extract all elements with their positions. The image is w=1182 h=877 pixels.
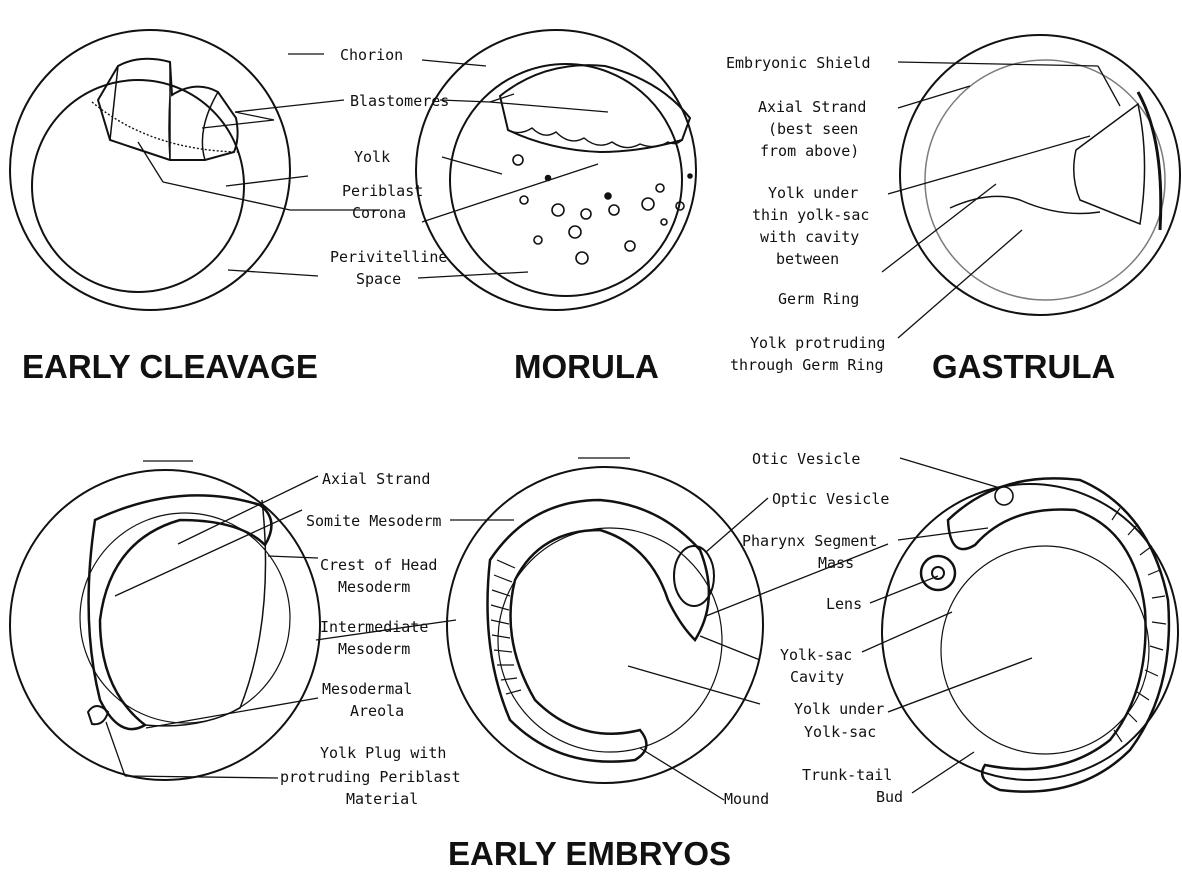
label-axial-strand-g-1: Axial Strand — [758, 98, 866, 116]
label-yolk-protruding-2: through Germ Ring — [730, 356, 884, 374]
label-crest-2: Mesoderm — [338, 578, 410, 596]
label-yolk-protruding-1: Yolk protruding — [750, 334, 885, 352]
label-lens: Lens — [826, 595, 862, 613]
label-axial-strand: Axial Strand — [322, 470, 430, 488]
label-optic-vesicle: Optic Vesicle — [772, 490, 889, 508]
embryo-3-eye — [921, 556, 955, 590]
label-somite-mesoderm: Somite Mesoderm — [306, 512, 441, 530]
title-early-cleavage: EARLY CLEAVAGE — [22, 348, 318, 385]
gastrula-yolk-sphere — [925, 60, 1165, 300]
label-yolk-under-2: thin yolk-sac — [752, 206, 869, 224]
label-intermediate-2: Mesoderm — [338, 640, 410, 658]
title-morula: MORULA — [514, 348, 659, 385]
leader-lines — [106, 54, 1120, 800]
early-cleavage-chorion-outline — [10, 30, 290, 310]
morula-yolk-sphere — [450, 64, 682, 296]
label-yolk-plug-1: Yolk Plug with — [320, 744, 446, 762]
label-trunk-tail-2: Bud — [876, 788, 903, 806]
embryo-1-chorion-outline — [10, 470, 320, 780]
early-cleavage-figure — [10, 30, 290, 310]
label-yolk-under-4: between — [776, 250, 839, 268]
label-pharynx-1: Pharynx Segment — [742, 532, 877, 550]
label-mesodermal-areola-1: Mesodermal — [322, 680, 412, 698]
embryo-2-body — [488, 500, 709, 762]
label-chorion: Chorion — [340, 46, 403, 64]
embryo-1-yolk-plug — [88, 706, 108, 724]
embryo-2-yolk — [498, 528, 722, 752]
early-cleavage-yolk-sphere — [32, 80, 244, 292]
label-yolk: Yolk — [354, 148, 390, 166]
label-yolk-under-1: Yolk under — [768, 184, 858, 202]
labels: Chorion Blastomeres Yolk Periblast Coron… — [280, 46, 903, 808]
label-perivitelline-2: Space — [356, 270, 401, 288]
embryo-1-body — [89, 495, 272, 729]
label-trunk-tail-1: Trunk-tail — [802, 766, 892, 784]
label-mound: Mound — [724, 790, 769, 808]
gastrula-chorion-outline — [900, 35, 1180, 315]
title-early-embryos: EARLY EMBRYOS — [448, 835, 731, 872]
title-gastrula: GASTRULA — [932, 348, 1115, 385]
label-germ-ring: Germ Ring — [778, 290, 859, 308]
label-yolk-plug-3: Material — [346, 790, 418, 808]
early-embryo-3-figure — [882, 478, 1178, 791]
morula-chorion-outline — [416, 30, 696, 310]
embryo-3-otic-vesicle — [995, 487, 1013, 505]
early-embryo-2-figure — [447, 458, 763, 783]
label-yolk-under-ys-1: Yolk under — [794, 700, 884, 718]
label-blastomeres: Blastomeres — [350, 92, 449, 110]
early-cleavage-blastomeres — [98, 59, 238, 160]
label-periblast-1: Periblast — [342, 182, 423, 200]
gastrula-shield-cavity — [1074, 104, 1145, 224]
stage-titles: EARLY CLEAVAGE MORULA GASTRULA EARLY EMB… — [22, 348, 1115, 872]
label-yolk-under-ys-2: Yolk-sac — [804, 723, 876, 741]
label-yolk-sac-cavity-2: Cavity — [790, 668, 844, 686]
label-yolk-under-3: with cavity — [760, 228, 859, 246]
embryo-3-body — [948, 478, 1169, 791]
label-pharynx-2: Mass — [818, 554, 854, 572]
embryo-2-chorion-outline — [447, 467, 763, 783]
embryo-3-yolk — [941, 546, 1149, 754]
label-otic-vesicle: Otic Vesicle — [752, 450, 860, 468]
label-periblast-2: Corona — [352, 204, 406, 222]
label-intermediate-1: Intermediate — [320, 618, 428, 636]
label-yolk-plug-2: protruding Periblast — [280, 768, 461, 786]
label-yolk-sac-cavity-1: Yolk-sac — [780, 646, 852, 664]
label-embryonic-shield: Embryonic Shield — [726, 54, 871, 72]
morula-oil-droplets — [513, 155, 692, 264]
label-mesodermal-areola-2: Areola — [350, 702, 404, 720]
gastrula-figure — [900, 35, 1180, 315]
morula-figure — [416, 30, 696, 310]
label-axial-strand-g-3: from above) — [760, 142, 859, 160]
early-embryo-1-figure — [10, 461, 320, 780]
label-perivitelline-1: Perivitelline — [330, 248, 447, 266]
embryo-1-yolk — [80, 513, 290, 723]
label-axial-strand-g-2: (best seen — [768, 120, 858, 138]
label-crest-1: Crest of Head — [320, 556, 437, 574]
